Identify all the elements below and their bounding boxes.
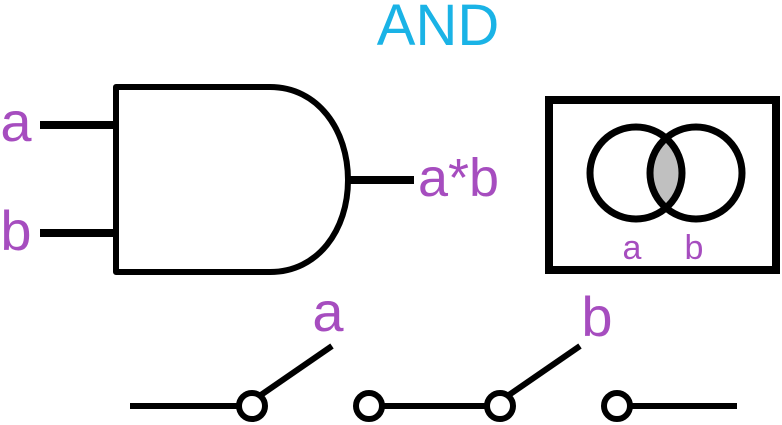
venn-frame xyxy=(545,96,780,274)
and-gate-body xyxy=(113,84,351,275)
venn-circle-a xyxy=(586,123,686,223)
title: AND xyxy=(377,0,499,58)
venn-label-a: a xyxy=(623,229,642,267)
gate-input-b-label: b xyxy=(0,199,31,262)
venn-circle-b xyxy=(646,123,746,223)
switch-a-label: a xyxy=(312,280,344,343)
switch-b-contact-terminal xyxy=(601,390,633,422)
switch-b-label: b xyxy=(581,285,612,348)
gate-input-a-label: a xyxy=(0,90,32,153)
gate-output-label: a*b xyxy=(418,148,499,208)
venn-label-b: b xyxy=(685,229,704,267)
switch-a-contact-pivot xyxy=(236,390,268,422)
switch-b-contact-pivot xyxy=(484,390,516,422)
switch-b-arm xyxy=(504,343,582,400)
switch-a-contact-terminal xyxy=(353,390,385,422)
switch-a-arm xyxy=(256,343,334,400)
